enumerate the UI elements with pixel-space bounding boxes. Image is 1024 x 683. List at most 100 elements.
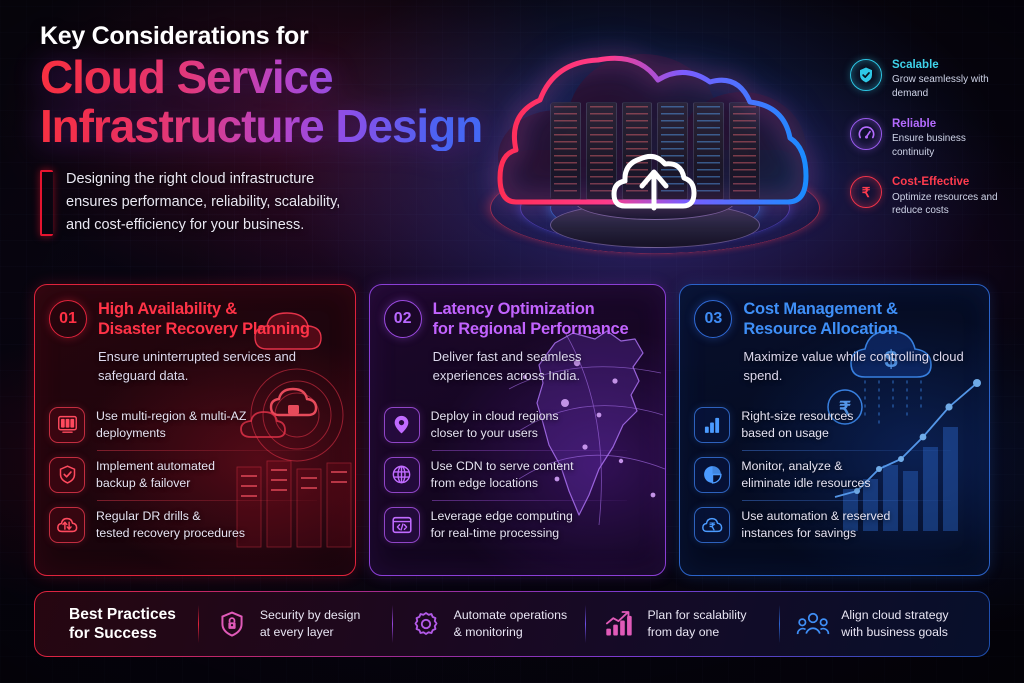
shield-check-icon [850, 59, 882, 91]
svg-text:₹: ₹ [862, 185, 871, 200]
footer-item-line-2: with business goals [841, 625, 948, 639]
bullet-item[interactable]: Use CDN to serve content from edge locat… [383, 449, 652, 500]
bullet-item[interactable]: Monitor, analyze & eliminate idle resour… [694, 449, 975, 500]
lede-block: Designing the right cloud infrastructure… [40, 168, 540, 238]
badge-title: Scalable [892, 59, 939, 71]
footer-item-text: Automate operations & monitoring [454, 607, 567, 640]
bullet-line-2: tested recovery procedures [96, 525, 246, 540]
bullet-line-1: Right-size resources [741, 409, 854, 424]
badge-desc: Optimize resources and reduce costs [892, 191, 998, 217]
badge-desc: Ensure business continuity [892, 132, 966, 158]
card-title: Cost Management & Resource Allocation [743, 299, 898, 339]
bullet-line-2: closer to your users [430, 425, 538, 440]
card-title-line-2: Resource Allocation [743, 320, 898, 339]
gauge-icon [850, 117, 882, 150]
pie-chart-icon [694, 456, 731, 493]
bullet-item[interactable]: Right-size resources based on usage [694, 400, 975, 450]
globe-icon [383, 456, 420, 493]
card-title-line-1: Cost Management & [743, 300, 898, 318]
cloud-rupee-icon: ₹ [694, 506, 731, 543]
bullet-item[interactable]: Regular DR drills & tested recovery proc… [49, 499, 341, 550]
card-latency-optimization[interactable]: 02 Latency Optimization for Regional Per… [368, 284, 667, 576]
bullet-line-1: Regular DR drills & [96, 509, 201, 524]
bullet-text: Regular DR drills & tested recovery proc… [96, 508, 245, 541]
bullet-line-1: Monitor, analyze & [741, 459, 843, 474]
card-number: 02 [383, 300, 422, 338]
bullet-line-2: eliminate idle resources [741, 475, 871, 490]
page-kicker: Key Considerations for [40, 22, 309, 50]
card-header: 01 High Availability & Disaster Recovery… [49, 299, 341, 339]
cloud-sync-icon [49, 506, 85, 543]
bullet-line-1: Implement automated [96, 459, 215, 474]
card-title: Latency Optimization for Regional Perfor… [433, 299, 629, 339]
lede-text: Designing the right cloud infrastructure… [66, 170, 341, 234]
footer-item-scalability[interactable]: Plan for scalability from day one [586, 607, 779, 641]
footer-item-line-1: Automate operations [453, 608, 568, 623]
bullet-line-1: Use CDN to serve content [430, 459, 574, 474]
bullet-item[interactable]: Use multi-region & multi-AZ deployments [49, 400, 341, 450]
server-rack-icon [49, 406, 85, 443]
consideration-card-row: 01 High Availability & Disaster Recovery… [34, 284, 991, 576]
shield-lock-icon [215, 607, 249, 641]
footer-item-text: Plan for scalability from day one [647, 607, 746, 640]
card-subtitle: Deliver fast and seamless experiences ac… [432, 349, 582, 384]
bullet-line-2: backup & failover [96, 475, 191, 490]
bullet-line-1: Deploy in cloud regions [430, 409, 559, 424]
map-pin-icon [383, 406, 420, 443]
gear-icon [409, 607, 443, 641]
bullet-text: Use automation & reserved instances for … [741, 508, 890, 541]
page-title: Cloud Service Infrastructure Design [40, 53, 540, 151]
bullet-item[interactable]: Leverage edge computing for real-time pr… [383, 499, 652, 550]
bullet-item[interactable]: ₹ Use automation & reserved instances fo… [694, 499, 975, 550]
bullet-text: Use multi-region & multi-AZ deployments [96, 408, 246, 441]
bullet-line-1: Use automation & reserved [741, 509, 891, 524]
footer-item-automate[interactable]: Automate operations & monitoring [393, 607, 586, 641]
card-subtitle: Maximize value while controlling cloud s… [743, 349, 964, 384]
footer-item-line-2: & monitoring [453, 625, 523, 639]
bullet-line-2: from edge locations [430, 475, 538, 490]
bullet-item[interactable]: Implement automated backup & failover [49, 449, 341, 500]
best-practices-title-line-1: Best Practices [69, 605, 176, 623]
badge-title: Cost-Effective [892, 176, 970, 189]
card-title-line-2: for Regional Performance [432, 320, 629, 339]
card-title-line-1: Latency Optimization [432, 300, 595, 318]
footer-item-security[interactable]: Security by design at every layer [199, 607, 392, 641]
bullet-line-2: for real-time processing [430, 525, 560, 540]
footer-item-text: Security by design at every layer [260, 607, 360, 640]
code-window-icon [383, 506, 420, 543]
red-bracket-accent [40, 168, 53, 238]
footer-item-line-2: at every layer [259, 625, 334, 639]
card-title-line-2: Disaster Recovery Planning [98, 320, 310, 339]
card-title-line-1: High Availability & [98, 300, 237, 318]
badge-scalable[interactable]: Scalable Grow seamlessly with demand [850, 58, 1000, 101]
footer-item-align-strategy[interactable]: Align cloud strategy with business goals [780, 607, 973, 641]
card-title: High Availability & Disaster Recovery Pl… [98, 299, 310, 339]
card-cost-management[interactable]: $ ₹ 03 Cost M [679, 284, 991, 576]
badge-title: Reliable [892, 117, 937, 130]
page-title-line-2: Infrastructure Design [40, 99, 483, 152]
people-icon [796, 607, 830, 641]
feature-badge-list: Scalable Grow seamlessly with demand Rel… [850, 58, 1000, 234]
bullet-line-1: Leverage edge computing [430, 509, 573, 524]
cloud-upload-icon [611, 153, 697, 211]
badge-cost-effective[interactable]: ₹ Cost-Effective Optimize resources and … [850, 175, 1000, 218]
badge-desc: Grow seamlessly with demand [892, 74, 989, 99]
bullet-item[interactable]: Deploy in cloud regions closer to your u… [383, 400, 652, 450]
footer-item-line-2: from day one [647, 625, 720, 639]
bullet-text: Leverage edge computing for real-time pr… [431, 508, 573, 541]
svg-text:₹: ₹ [709, 522, 716, 533]
footer-item-line-1: Plan for scalability [647, 608, 747, 623]
badge-reliable[interactable]: Reliable Ensure business continuity [850, 117, 1000, 160]
bullet-text: Deploy in cloud regions closer to your u… [431, 408, 559, 441]
page-title-line-1: Cloud Service [40, 51, 333, 103]
shield-check-icon [49, 456, 85, 493]
bullet-text: Use CDN to serve content from edge locat… [431, 458, 574, 491]
best-practices-bar: Best Practices for Success Security by d… [34, 591, 990, 657]
growth-chart-icon [602, 607, 636, 641]
card-high-availability[interactable]: 01 High Availability & Disaster Recovery… [34, 284, 356, 576]
best-practices-title: Best Practices for Success [51, 605, 198, 644]
rupee-icon: ₹ [850, 176, 882, 209]
card-bullet-list: Use multi-region & multi-AZ deployments … [49, 400, 341, 550]
card-bullet-list: Right-size resources based on usage Moni… [694, 400, 975, 550]
